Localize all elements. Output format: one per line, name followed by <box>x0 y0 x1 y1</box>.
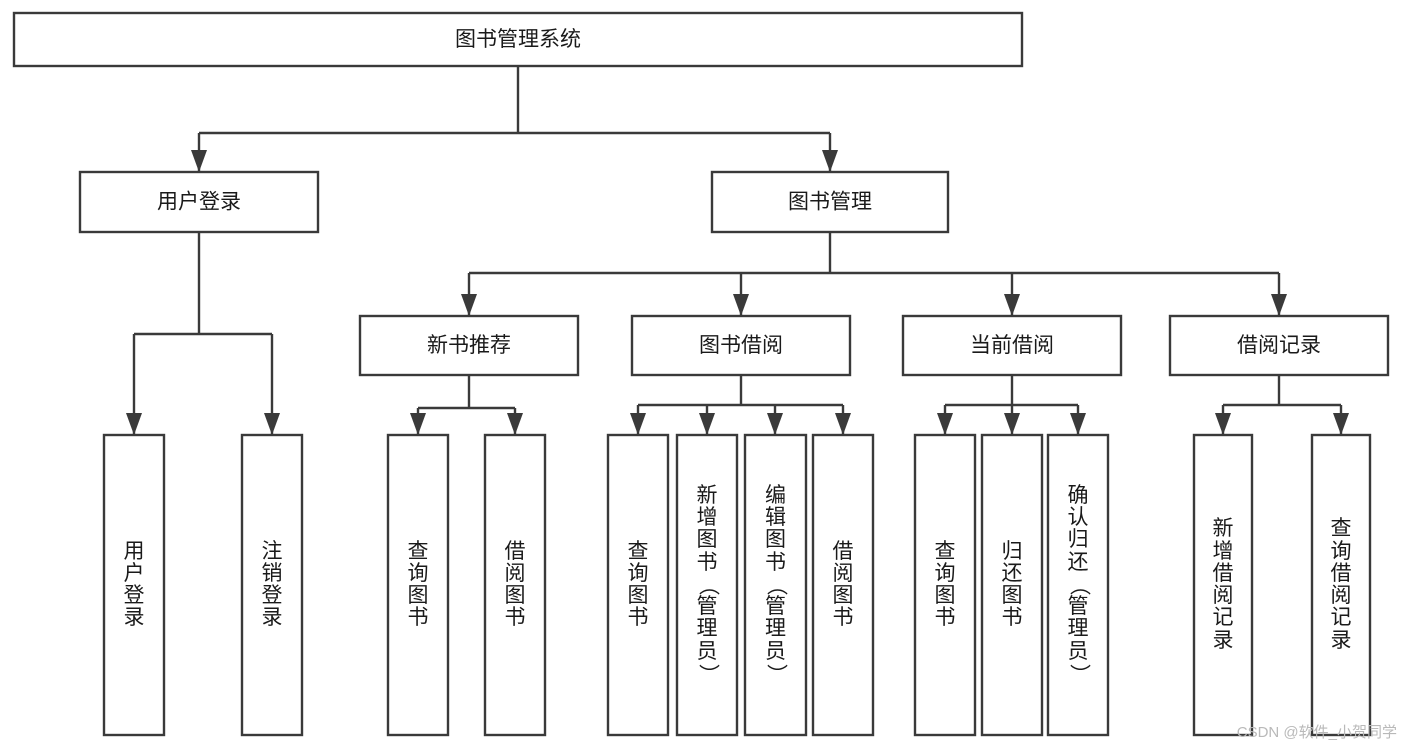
arrow-head-current-2 <box>1070 413 1086 435</box>
arrow-head-bookmgmt-1 <box>733 294 749 316</box>
leaf-box-11[interactable] <box>1192 433 1254 737</box>
arrow-head-bookmgmt-3 <box>1271 294 1287 316</box>
level3-label-2: 当前借阅 <box>970 334 1054 357</box>
arrow-head-userlogin-1 <box>264 413 280 435</box>
leaf-box-4[interactable] <box>606 433 670 737</box>
level3-box-0[interactable] <box>358 314 580 377</box>
arrow-head-userlogin-0 <box>126 413 142 435</box>
arrow-head-borrow-3 <box>835 413 851 435</box>
arrow-head-bookmgmt-0 <box>461 294 477 316</box>
level2-box-0[interactable] <box>78 170 320 234</box>
arrow-head-current-1 <box>1004 413 1020 435</box>
level3-box-1[interactable] <box>630 314 852 377</box>
arrow-head-root-0 <box>191 150 207 172</box>
arrow-head-bookmgmt-2 <box>1004 294 1020 316</box>
arrow-head-record-1 <box>1333 413 1349 435</box>
leaf-box-12[interactable] <box>1310 433 1372 737</box>
leaf-box-6[interactable] <box>743 433 808 737</box>
level3-box-2[interactable] <box>901 314 1123 377</box>
arrow-head-borrow-2 <box>767 413 783 435</box>
arrow-head-borrow-0 <box>630 413 646 435</box>
root-box-0[interactable] <box>12 11 1024 68</box>
arrow-head-borrow-1 <box>699 413 715 435</box>
level3-box-3[interactable] <box>1168 314 1390 377</box>
root-label-0: 图书管理系统 <box>455 28 581 51</box>
connector-layer <box>126 66 1349 435</box>
level2-label-0: 用户登录 <box>157 191 241 214</box>
arrow-head-record-0 <box>1215 413 1231 435</box>
arrow-head-newbook-0 <box>410 413 426 435</box>
level2-box-1[interactable] <box>710 170 950 234</box>
arrow-head-current-0 <box>937 413 953 435</box>
level2-label-1: 图书管理 <box>788 191 872 214</box>
leaf-box-3[interactable] <box>483 433 547 737</box>
leaf-box-7[interactable] <box>811 433 875 737</box>
leaf-box-9[interactable] <box>980 433 1044 737</box>
leaf-box-2[interactable] <box>386 433 450 737</box>
level3-label-0: 新书推荐 <box>427 334 511 357</box>
leaf-box-1[interactable] <box>240 433 304 737</box>
arrow-head-newbook-1 <box>507 413 523 435</box>
level3-label-3: 借阅记录 <box>1237 334 1321 357</box>
arrow-head-root-1 <box>822 150 838 172</box>
watermark-credit: CSDN @软件_小贺同学 <box>1236 724 1397 741</box>
node-box-layer <box>12 11 1390 737</box>
leaf-box-10[interactable] <box>1046 433 1110 737</box>
leaf-box-0[interactable] <box>102 433 166 737</box>
leaf-box-5[interactable] <box>675 433 739 737</box>
leaf-box-8[interactable] <box>913 433 977 737</box>
level3-label-1: 图书借阅 <box>699 334 783 357</box>
